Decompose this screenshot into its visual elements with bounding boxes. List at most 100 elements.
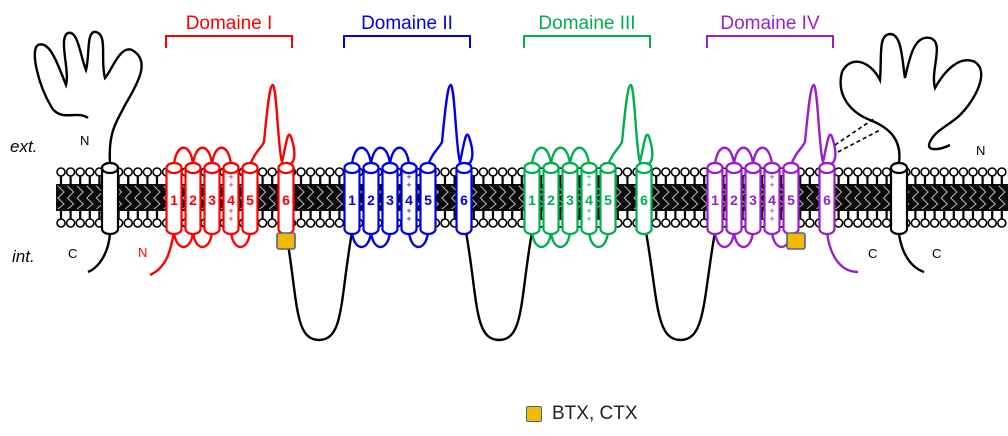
segment-top <box>241 161 259 175</box>
lipid-head <box>75 167 85 177</box>
segment-s1: 1 <box>165 161 183 236</box>
segment-s5: 5 <box>241 161 259 236</box>
lipid-head <box>296 167 306 177</box>
domain-bracket <box>706 35 834 48</box>
lipid-head <box>507 167 518 177</box>
lipid-head <box>987 218 998 228</box>
lipid <box>133 167 143 228</box>
segment-number: 6 <box>282 192 290 208</box>
lipid-head <box>689 167 700 177</box>
lipid-head <box>862 167 873 177</box>
segment-number: 2 <box>730 192 738 208</box>
lipid <box>65 167 76 228</box>
charge-mark: + <box>586 206 591 216</box>
n-terminus-label: N <box>80 133 89 148</box>
lipid <box>680 167 690 228</box>
lipid-head <box>152 218 162 228</box>
lipid <box>996 167 1007 228</box>
domain-title: Domaine III <box>538 13 635 34</box>
lipid-head <box>507 218 518 228</box>
lipid-head <box>152 167 162 177</box>
segment-s5: 5 <box>599 161 617 236</box>
side-labels: ext. int. <box>10 137 37 266</box>
segment-number: 3 <box>208 192 216 208</box>
lipid <box>843 167 854 228</box>
domain-bracket <box>343 35 471 48</box>
lipid-head <box>804 167 815 177</box>
segment-s1: 1 <box>343 161 361 236</box>
segment-number: 4 <box>585 192 593 208</box>
lipid <box>804 167 815 228</box>
lipid <box>123 167 133 228</box>
lipid <box>75 167 85 228</box>
lipid-head <box>85 218 95 228</box>
lipid-head <box>315 167 326 177</box>
lipid-head <box>833 167 844 177</box>
lipid-head <box>862 218 873 228</box>
segment-top <box>635 161 653 175</box>
charge-mark: + <box>406 180 411 190</box>
lipid-head <box>478 218 489 228</box>
segment-s2: 2 <box>725 161 743 236</box>
linker-loop <box>464 231 534 342</box>
segment-number: 5 <box>424 192 432 208</box>
lipid <box>305 167 316 228</box>
segment-s6: 6 <box>455 161 473 236</box>
segment-number: 3 <box>566 192 574 208</box>
charge-mark: + <box>769 206 774 216</box>
lipid-head <box>948 218 959 228</box>
lipid-head <box>142 218 153 228</box>
lipid-head <box>651 167 662 177</box>
segment-top <box>400 161 418 175</box>
segment-top <box>744 161 762 175</box>
segment-s4: 4++++ <box>580 161 598 236</box>
lipid-head <box>670 218 681 228</box>
lipid-head <box>75 218 85 228</box>
beta-tail <box>87 233 112 274</box>
lipid-head <box>843 218 854 228</box>
domain-bracket <box>523 35 651 48</box>
lipid <box>920 167 930 228</box>
lipid-head <box>843 167 854 177</box>
segment-number: 2 <box>189 192 197 208</box>
charge-mark: + <box>586 180 591 190</box>
legend: BTX, CTX <box>526 402 638 426</box>
lipid-head <box>123 218 133 228</box>
segment-s4: 4++++ <box>400 161 418 236</box>
pore-loop <box>789 83 837 167</box>
charge-mark: + <box>769 180 774 190</box>
toxin-site-swatch <box>526 406 542 422</box>
segment-number: 5 <box>604 192 612 208</box>
lipid-head <box>56 167 66 177</box>
lipid-head <box>872 218 882 228</box>
lipid-head <box>833 218 844 228</box>
lipid <box>324 167 335 228</box>
segment-number: 2 <box>367 192 375 208</box>
segment-top <box>222 161 240 175</box>
lipid-head <box>968 167 978 177</box>
segment-number: 1 <box>711 192 719 208</box>
lipid-head <box>948 167 959 177</box>
lipid-head <box>920 218 930 228</box>
lipid-head <box>267 218 278 228</box>
lipid-head <box>804 218 815 228</box>
charge-mark: + <box>586 214 591 224</box>
pore-loop <box>248 83 296 167</box>
domain-title: Domaine IV <box>720 13 820 34</box>
charge-mark: + <box>586 172 591 182</box>
lipid-head <box>305 218 316 228</box>
lipid <box>507 167 518 228</box>
beta-ectodomain <box>839 32 983 164</box>
segment-top <box>542 161 560 175</box>
charge-mark: + <box>769 172 774 182</box>
connecting-loops: N <box>138 231 859 342</box>
segment-top <box>343 161 361 175</box>
lipid <box>689 167 700 228</box>
lipid-head <box>910 167 921 177</box>
lipid-head <box>65 167 76 177</box>
segment-number: 1 <box>170 192 178 208</box>
c-terminus-tail <box>825 231 859 274</box>
lipid-head <box>968 218 978 228</box>
